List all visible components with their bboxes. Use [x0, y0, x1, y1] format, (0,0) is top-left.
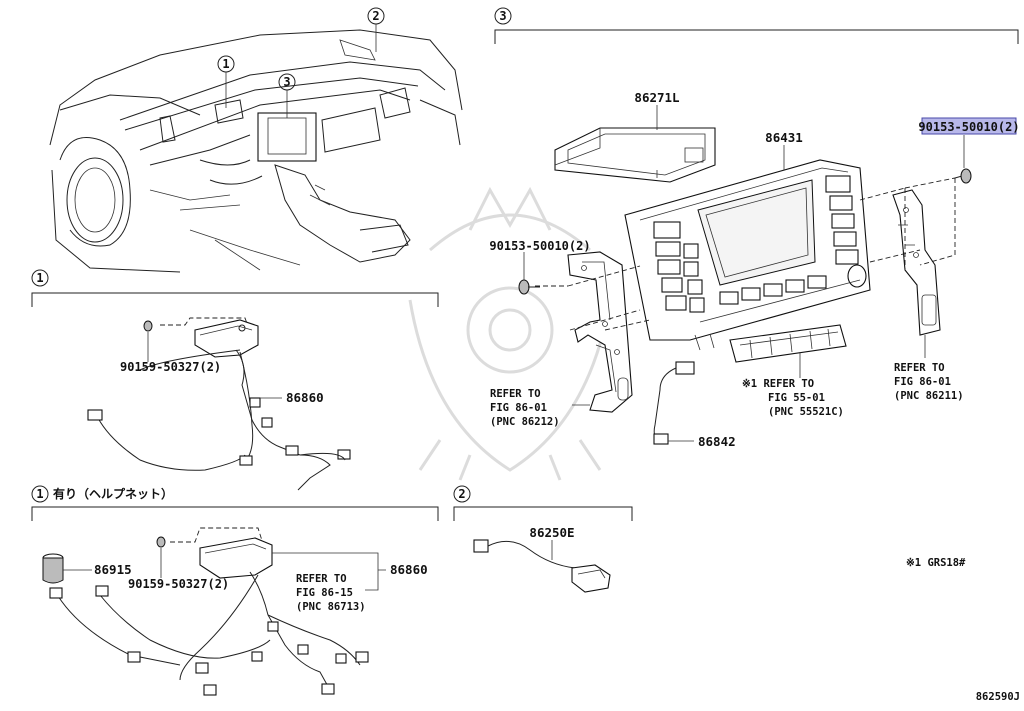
refer-right: REFER TO FIG 86-01 (PNC 86211)	[894, 335, 964, 402]
section-3-header: 3	[494, 7, 1019, 44]
part-86271L	[554, 127, 716, 183]
label-86431: 86431	[765, 130, 803, 145]
highlight-90153-50010	[921, 117, 1017, 135]
part-86842-cable	[653, 361, 695, 445]
svg-text:FIG 86-01: FIG 86-01	[894, 376, 951, 388]
svg-text:FIG 86-01: FIG 86-01	[490, 402, 547, 414]
screw-right	[954, 168, 972, 184]
refer-left: REFER TO FIG 86-01 (PNC 86212)	[490, 388, 590, 428]
part-86250E	[473, 539, 611, 593]
svg-text:1: 1	[222, 57, 229, 71]
label-86842: 86842	[698, 434, 736, 449]
part-86431-display-unit	[624, 159, 871, 351]
label-86271L: 86271L	[634, 90, 680, 105]
svg-text:(PNC 86212): (PNC 86212)	[490, 416, 560, 428]
part-right-bracket	[892, 189, 941, 336]
section-1-header: 1	[31, 269, 439, 307]
svg-text:REFER TO: REFER TO	[490, 388, 541, 400]
label-90153-50010-highlight[interactable]: 90153-50010(2)	[918, 120, 1019, 134]
svg-text:有り（ヘルプネット）: 有り（ヘルプネット）	[53, 486, 173, 501]
svg-text:REFER TO: REFER TO	[894, 362, 945, 374]
part-lower-panel	[729, 324, 847, 363]
section-2-header: 2	[453, 485, 633, 521]
label-86860-b: 86860	[390, 562, 428, 577]
svg-text:REFER TO: REFER TO	[296, 573, 347, 585]
label-86250E: 86250E	[529, 525, 574, 540]
label-90159-50327-a: 90159-50327(2)	[120, 360, 221, 374]
refer-86713: REFER TO FIG 86-15 (PNC 86713)	[296, 573, 366, 613]
svg-text:2: 2	[458, 487, 465, 501]
part-86860-module-a	[87, 317, 351, 491]
section-1b-header: 1 有り（ヘルプネット）	[31, 485, 439, 521]
label-90153-50010-left: 90153-50010(2)	[489, 239, 590, 253]
svg-text:(PNC 86713): (PNC 86713)	[296, 601, 366, 613]
svg-text:3: 3	[283, 75, 290, 89]
note-grs18: ※1 GRS18#	[906, 557, 966, 569]
display-right-buttons	[825, 175, 867, 288]
car-dashboard-overview	[49, 24, 463, 273]
figure-id: 862590J	[976, 691, 1020, 703]
label-86860-a: 86860	[286, 390, 324, 405]
label-90159-50327-b: 90159-50327(2)	[128, 577, 229, 591]
svg-text:※1 REFER TO: ※1 REFER TO	[742, 378, 814, 390]
part-86860-module-b	[49, 527, 369, 696]
part-left-bracket	[567, 251, 633, 413]
refer-center: ※1 REFER TO FIG 55-01 (PNC 55521C)	[742, 378, 844, 418]
svg-text:1: 1	[36, 271, 43, 285]
label-86915: 86915	[94, 562, 132, 577]
part-86915	[42, 553, 92, 584]
callout-3: 3	[278, 73, 296, 91]
callout-1: 1	[217, 55, 235, 73]
display-bottom-buttons	[699, 275, 861, 323]
svg-text:3: 3	[499, 9, 506, 23]
callout-2: 2	[367, 7, 385, 25]
svg-text:2: 2	[372, 9, 379, 23]
display-left-buttons	[653, 221, 705, 313]
svg-text:FIG 86-15: FIG 86-15	[296, 587, 353, 599]
watermark-emblem	[408, 186, 612, 481]
svg-text:(PNC 55521C): (PNC 55521C)	[768, 406, 844, 418]
svg-text:1: 1	[36, 487, 43, 501]
svg-text:(PNC 86211): (PNC 86211)	[894, 390, 964, 402]
svg-text:FIG 55-01: FIG 55-01	[768, 392, 825, 404]
